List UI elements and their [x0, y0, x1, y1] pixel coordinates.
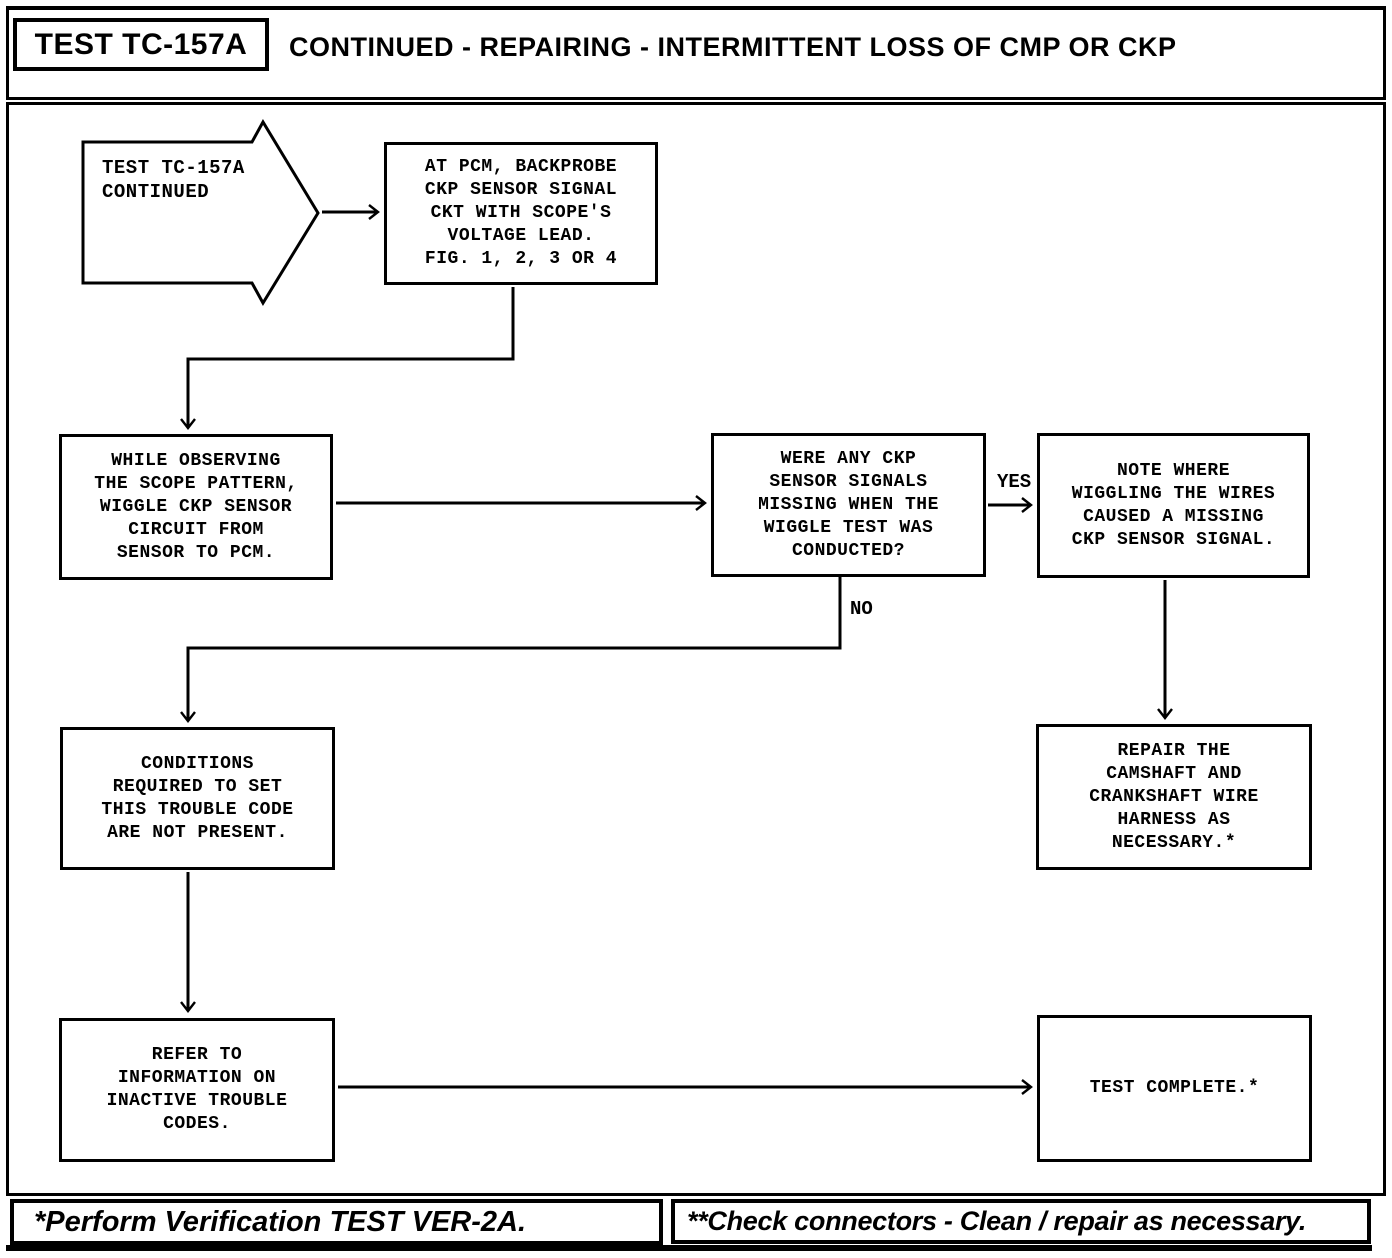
no-label: NO [848, 598, 875, 620]
node-complete: TEST COMPLETE.* [1037, 1015, 1312, 1162]
footnote-verification: *Perform Verification TEST VER-2A. [10, 1199, 663, 1245]
footnote-connectors-text: **Check connectors - Clean / repair as n… [687, 1206, 1307, 1236]
node-refer: REFER TO INFORMATION ON INACTIVE TROUBLE… [59, 1018, 335, 1162]
footnote-verification-text: *Perform Verification TEST VER-2A. [34, 1205, 527, 1238]
node-decision: WERE ANY CKP SENSOR SIGNALS MISSING WHEN… [711, 433, 986, 577]
yes-label: YES [995, 471, 1034, 493]
start-label: TEST TC-157A CONTINUED [102, 157, 245, 203]
header-band: TEST TC-157A CONTINUED - REPAIRING - INT… [6, 6, 1386, 100]
node-wiggle: WHILE OBSERVING THE SCOPE PATTERN, WIGGL… [59, 434, 333, 580]
test-id-label: TEST TC-157A [34, 27, 248, 61]
node-repair: REPAIR THE CAMSHAFT AND CRANKSHAFT WIRE … [1036, 724, 1312, 870]
footnote-connectors: **Check connectors - Clean / repair as n… [671, 1199, 1371, 1244]
node-note-where: NOTE WHERE WIGGLING THE WIRES CAUSED A M… [1037, 433, 1310, 578]
test-id-box: TEST TC-157A [13, 18, 269, 71]
node-backprobe: AT PCM, BACKPROBE CKP SENSOR SIGNAL CKT … [384, 142, 658, 285]
bottom-rule [6, 1245, 1372, 1251]
node-conditions: CONDITIONS REQUIRED TO SET THIS TROUBLE … [60, 727, 335, 870]
page-title: CONTINUED - REPAIRING - INTERMITTENT LOS… [289, 32, 1177, 62]
